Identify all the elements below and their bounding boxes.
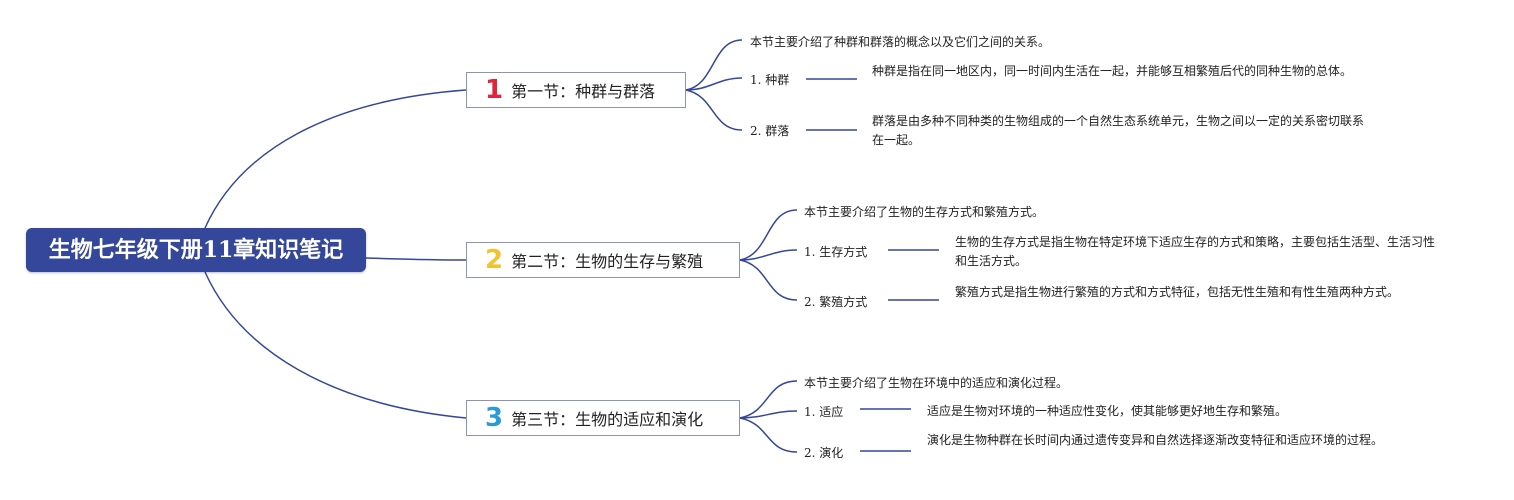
- section-1-node[interactable]: 1 第一节：种群与群落: [466, 72, 686, 108]
- section-1-intro: 本节主要介绍了种群和群落的概念以及它们之间的关系。: [750, 35, 1051, 49]
- link-root-section-3: [204, 271, 467, 419]
- section-3-item-1-desc: 适应是生物对环境的一种适应性变化，使其能够更好地生存和繁殖。: [927, 404, 1288, 418]
- link-s3-item2: [739, 417, 798, 453]
- link-root-section-2: [365, 257, 467, 261]
- link-s1-intro: [685, 39, 743, 91]
- link-root-section-1: [204, 89, 467, 229]
- section-2-item-1-label: 1. 生存方式: [804, 245, 868, 259]
- section-3-item-1-label: 1. 适应: [804, 405, 844, 419]
- link-s1-item1: [685, 77, 743, 91]
- root-node[interactable]: 生物七年级下册11章知识笔记: [26, 228, 366, 272]
- section-3-title: 第三节：生物的适应和演化: [511, 410, 704, 429]
- section-2-intro: 本节主要介绍了生物的生存方式和繁殖方式。: [804, 205, 1045, 219]
- link-s2-item2: [739, 259, 798, 301]
- link-s3-intro: [739, 380, 798, 419]
- section-2-item-2-desc: 繁殖方式是指生物进行繁殖的方式和方式特征，包括无性生殖和有性生殖两种方式。: [955, 285, 1400, 299]
- link-s2-intro: [739, 209, 798, 261]
- link-s1-item2: [685, 89, 743, 131]
- root-title: 生物七年级下册11章知识笔记: [48, 237, 344, 263]
- section-1-item-2-label: 2. 群落: [750, 124, 790, 138]
- section-2-title: 第二节：生物的生存与繁殖: [511, 252, 704, 271]
- number-3-icon: 3: [485, 403, 504, 433]
- link-s2-item1: [739, 249, 798, 261]
- section-2-node[interactable]: 2 第二节：生物的生存与繁殖: [466, 242, 740, 278]
- section-1-item-1-desc: 种群是指在同一地区内，同一时间内生活在一起，并能够互相繁殖后代的同种生物的总体。: [872, 64, 1353, 78]
- section-3-item-2-label: 2. 演化: [804, 446, 844, 460]
- section-2-item-1-desc: 生物的生存方式是指生物在特定环境下适应生存的方式和策略，主要包括生活型、生活习性…: [955, 235, 1436, 268]
- number-2-icon: 2: [485, 245, 504, 275]
- section-3-item-2-desc: 演化是生物种群在长时间内通过遗传变异和自然选择逐渐改变特征和适应环境的过程。: [927, 433, 1384, 447]
- section-1-title: 第一节：种群与群落: [511, 82, 656, 101]
- link-s3-item1: [739, 410, 798, 419]
- section-2-item-2-label: 2. 繁殖方式: [804, 295, 868, 309]
- section-1-item-2-desc: 群落是由多种不同种类的生物组成的一个自然生态系统单元，生物之间以一定的关系密切联…: [872, 114, 1365, 147]
- section-1-item-1-label: 1. 种群: [750, 73, 790, 87]
- section-3-node[interactable]: 3 第三节：生物的适应和演化: [466, 400, 740, 436]
- number-1-icon: 1: [485, 75, 504, 105]
- section-3-intro: 本节主要介绍了生物在环境中的适应和演化过程。: [804, 376, 1069, 390]
